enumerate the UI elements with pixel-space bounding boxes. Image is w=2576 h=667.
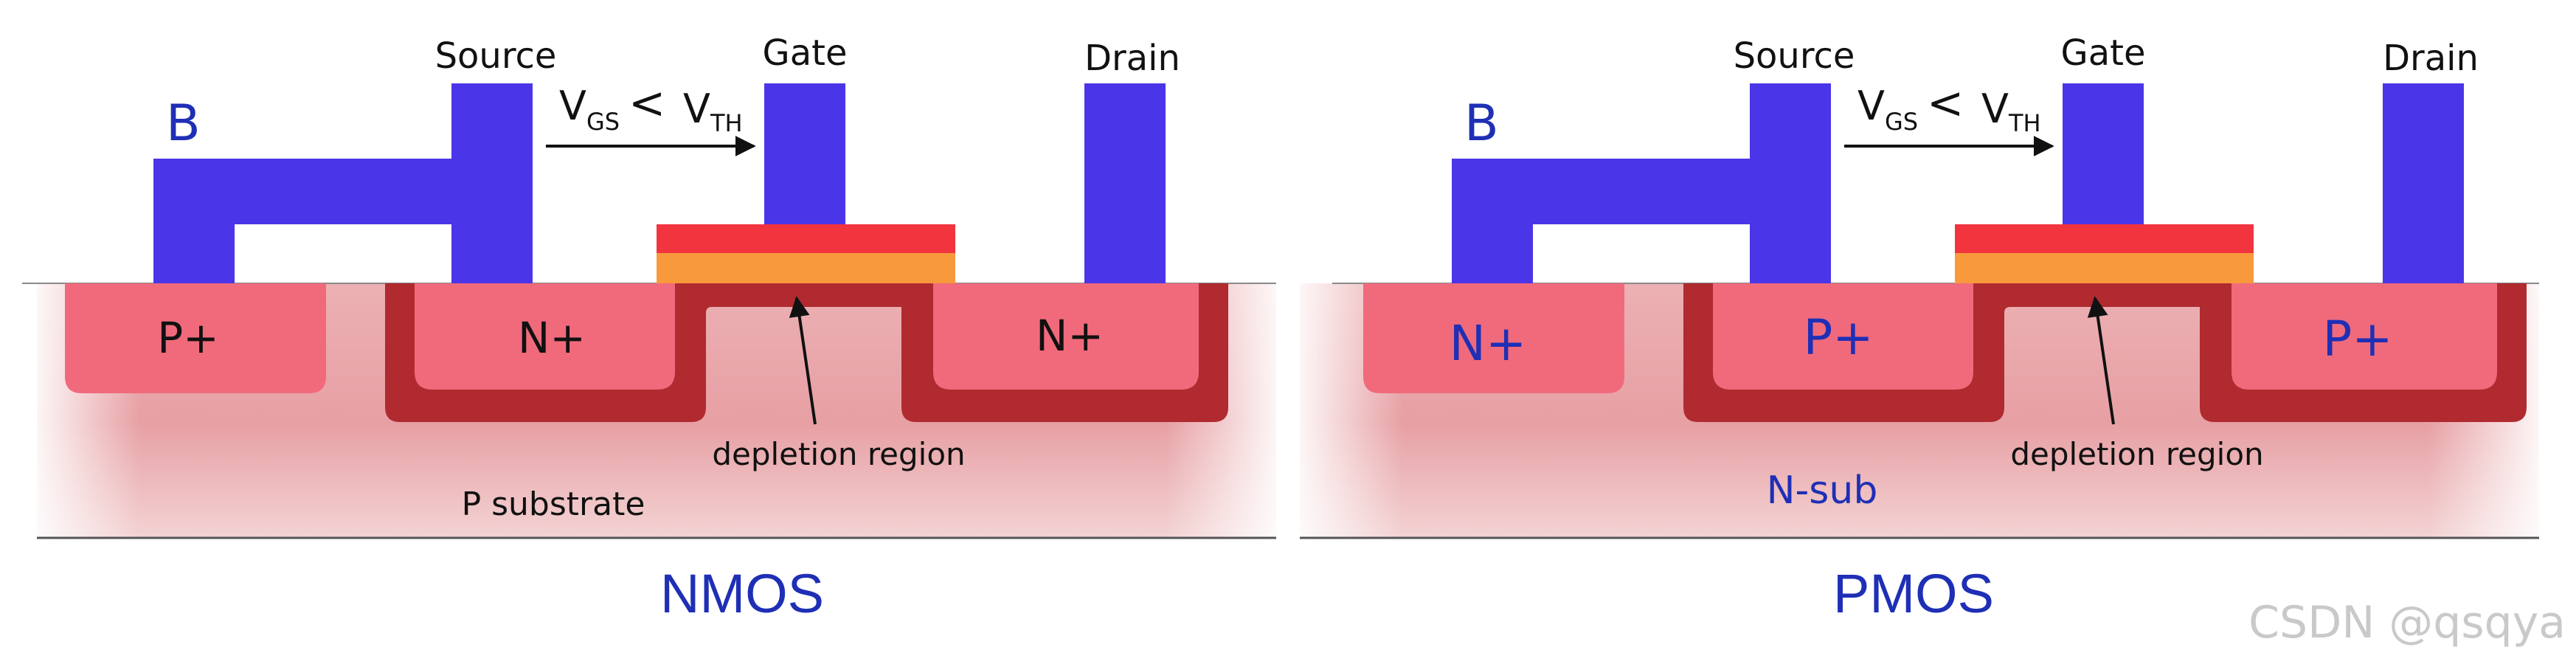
vth-symbol: V [1981,86,2009,132]
depletion-pointer [789,296,817,425]
body-contact-region [1363,283,1624,393]
vgs-symbol: V [559,83,586,129]
less-than-sign: < [629,77,665,129]
body-terminal-label: B [166,94,201,153]
gate-poly [1955,224,2254,253]
body-contact-label: P+ [157,313,219,363]
body-terminal-label: B [1464,94,1499,153]
vgs-subscript: GS [586,108,620,136]
substrate-label: P substrate [462,485,645,523]
nmos-panel: B Source Gate Drain V GS < V TH P+ N+ N+… [22,32,1276,624]
vgs-symbol: V [1857,83,1885,129]
body-source-metal [153,83,533,283]
vgs-condition: V GS < V TH [546,77,756,156]
drain-terminal-label: Drain [1084,38,1180,79]
source-region-label: N+ [518,313,586,363]
drain-region-label: N+ [1036,311,1104,361]
gate-terminal-label: Gate [2061,32,2146,74]
depletion-label: depletion region [2010,436,2263,472]
gate-oxide [657,253,955,283]
drain-metal [1084,83,1166,283]
source-region [415,283,675,390]
depletion-label: depletion region [712,436,965,472]
substrate-label: N-sub [1767,469,1878,513]
source-region-label: P+ [1803,309,1873,366]
source-region [1713,283,1973,390]
gate-metal [2063,83,2144,224]
gate-oxide [1955,253,2254,283]
depletion-pointer [2087,296,2115,425]
drain-region [933,283,1199,390]
watermark: CSDN @qsqya [2248,597,2566,649]
vgs-subscript: GS [1885,108,1918,136]
body-contact-label: N+ [1450,315,1527,372]
body-source-metal [1452,83,1831,283]
gate-terminal-label: Gate [763,32,848,74]
source-terminal-label: Source [1734,35,1855,77]
source-terminal-label: Source [435,35,557,77]
gate-metal [764,83,845,224]
vth-symbol: V [683,86,710,132]
drain-metal [2383,83,2464,283]
drain-region [2232,283,2497,390]
vth-subscript: TH [710,109,743,137]
less-than-sign: < [1927,77,1964,129]
drain-terminal-label: Drain [2383,38,2479,79]
vgs-condition: V GS < V TH [1844,77,2054,156]
pmos-panel: B Source Gate Drain V GS < V TH N+ P+ P+… [1300,32,2539,624]
body-contact-region [65,283,326,393]
drain-region-label: P+ [2322,311,2392,367]
pmos-caption: PMOS [1833,563,1994,624]
gate-poly [657,224,955,253]
nmos-caption: NMOS [660,563,824,624]
vth-subscript: TH [2008,109,2041,137]
